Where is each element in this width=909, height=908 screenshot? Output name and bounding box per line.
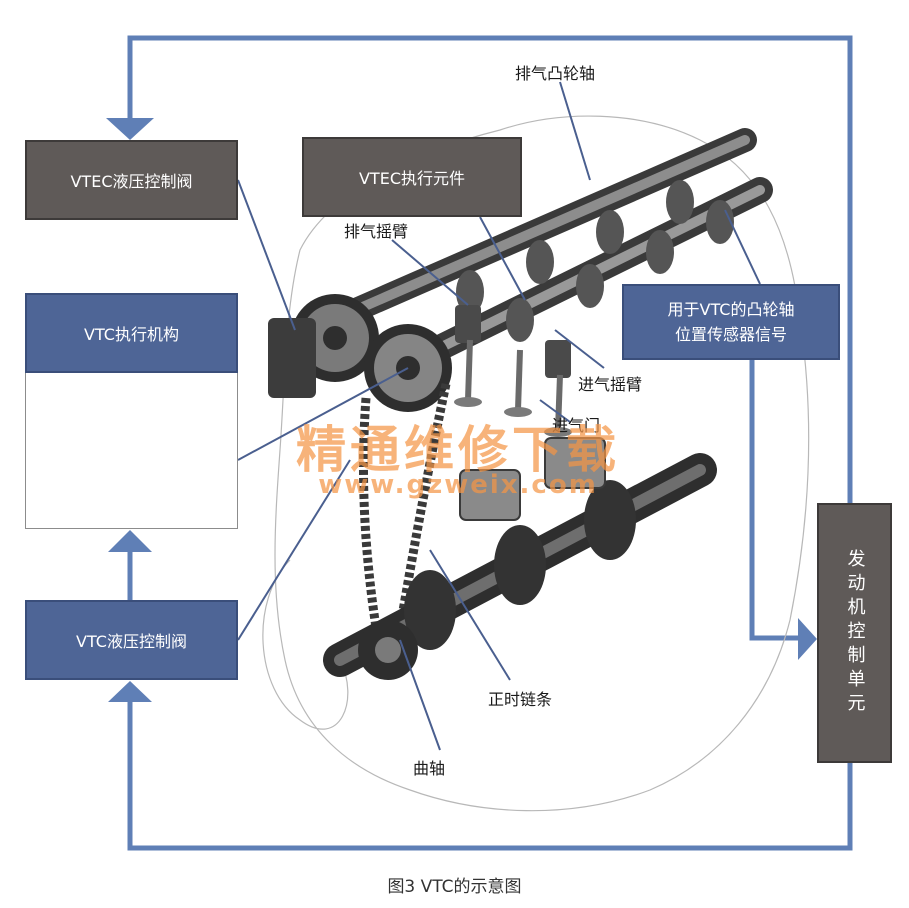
vtec-actuator-label: VTEC执行元件 bbox=[358, 169, 465, 188]
vtc-hydraulic-valve-label: VTC液压控制阀 bbox=[76, 632, 187, 651]
vtec-actuator-box: VTEC执行元件 bbox=[302, 137, 522, 217]
vtec-hydraulic-valve-label: VTEC液压控制阀 bbox=[70, 172, 193, 191]
leader-crankshaft bbox=[399, 639, 441, 751]
arrow-down-vtec-valve bbox=[106, 118, 154, 140]
engine-outline bbox=[262, 115, 810, 812]
loop-bottom-line bbox=[127, 700, 853, 851]
valves bbox=[465, 339, 563, 431]
leader-vtec-valve bbox=[237, 179, 296, 331]
figure-caption: 图3 VTC的示意图 bbox=[387, 877, 522, 897]
leader-intake-rocker bbox=[554, 329, 605, 369]
label-timing-chain: 正时链条 bbox=[488, 690, 553, 709]
loop-top-line bbox=[127, 35, 853, 503]
label-exhaust-rocker: 排气摇臂 bbox=[344, 222, 409, 241]
cam-sensor-label-line2: 位置传感器信号 bbox=[674, 325, 787, 344]
leader-vtc-mechanism bbox=[237, 367, 409, 461]
valve-heads bbox=[454, 397, 572, 437]
vtec-hydraulic-valve-box: VTEC液压控制阀 bbox=[25, 140, 238, 220]
label-intake-rocker: 进气摇臂 bbox=[578, 375, 643, 394]
arrow-up-vtc-mechanism bbox=[108, 530, 152, 552]
cam-sensor-box: 用于VTC的凸轮轴 位置传感器信号 bbox=[622, 284, 840, 360]
cam-sensor-label-line1: 用于VTC的凸轮轴 bbox=[667, 300, 795, 319]
arrow-right-ecu bbox=[798, 618, 817, 660]
exhaust-camshaft bbox=[298, 128, 757, 342]
label-exhaust-camshaft: 排气凸轮轴 bbox=[515, 64, 596, 83]
ecu-label: 发动机控制单元 bbox=[844, 549, 866, 717]
leader-intake-valve bbox=[539, 399, 571, 423]
leader-cam-sensor bbox=[724, 209, 761, 285]
vtec-valve-body bbox=[268, 318, 316, 398]
cam-lobes bbox=[456, 180, 734, 342]
leader-exhaust-rocker bbox=[391, 239, 469, 306]
vtc-mechanism-label: VTC执行机构 bbox=[84, 325, 179, 344]
pistons bbox=[459, 437, 606, 521]
vtc-mechanism-box: VTC执行机构 bbox=[25, 293, 238, 373]
watermark-url: www.gzweix.com bbox=[318, 470, 598, 500]
control-loop bbox=[127, 35, 853, 851]
crank-sprocket bbox=[358, 620, 418, 680]
leader-timing-chain bbox=[429, 549, 511, 681]
rocker-arms bbox=[455, 305, 571, 378]
label-crankshaft: 曲轴 bbox=[413, 759, 446, 778]
vtc-hydraulic-valve-box: VTC液压控制阀 bbox=[25, 600, 238, 680]
leader-vtec-actuator bbox=[479, 216, 526, 301]
crank-webs bbox=[404, 480, 636, 650]
leader-vtc-valve bbox=[237, 459, 351, 641]
leader-lines bbox=[237, 81, 761, 751]
sensor-to-ecu-line bbox=[749, 360, 800, 641]
leader-exhaust-cam bbox=[559, 81, 591, 181]
arrow-up-vtc-valve bbox=[108, 681, 152, 702]
label-intake-valve: 进气门 bbox=[552, 416, 601, 435]
watermark-text: 精通维修下载 bbox=[296, 420, 620, 479]
ecu-box: 发动机控制单元 bbox=[817, 503, 892, 763]
vtc-mechanism-panel: VTC执行机构 bbox=[25, 293, 238, 529]
timing-chain bbox=[359, 383, 451, 641]
